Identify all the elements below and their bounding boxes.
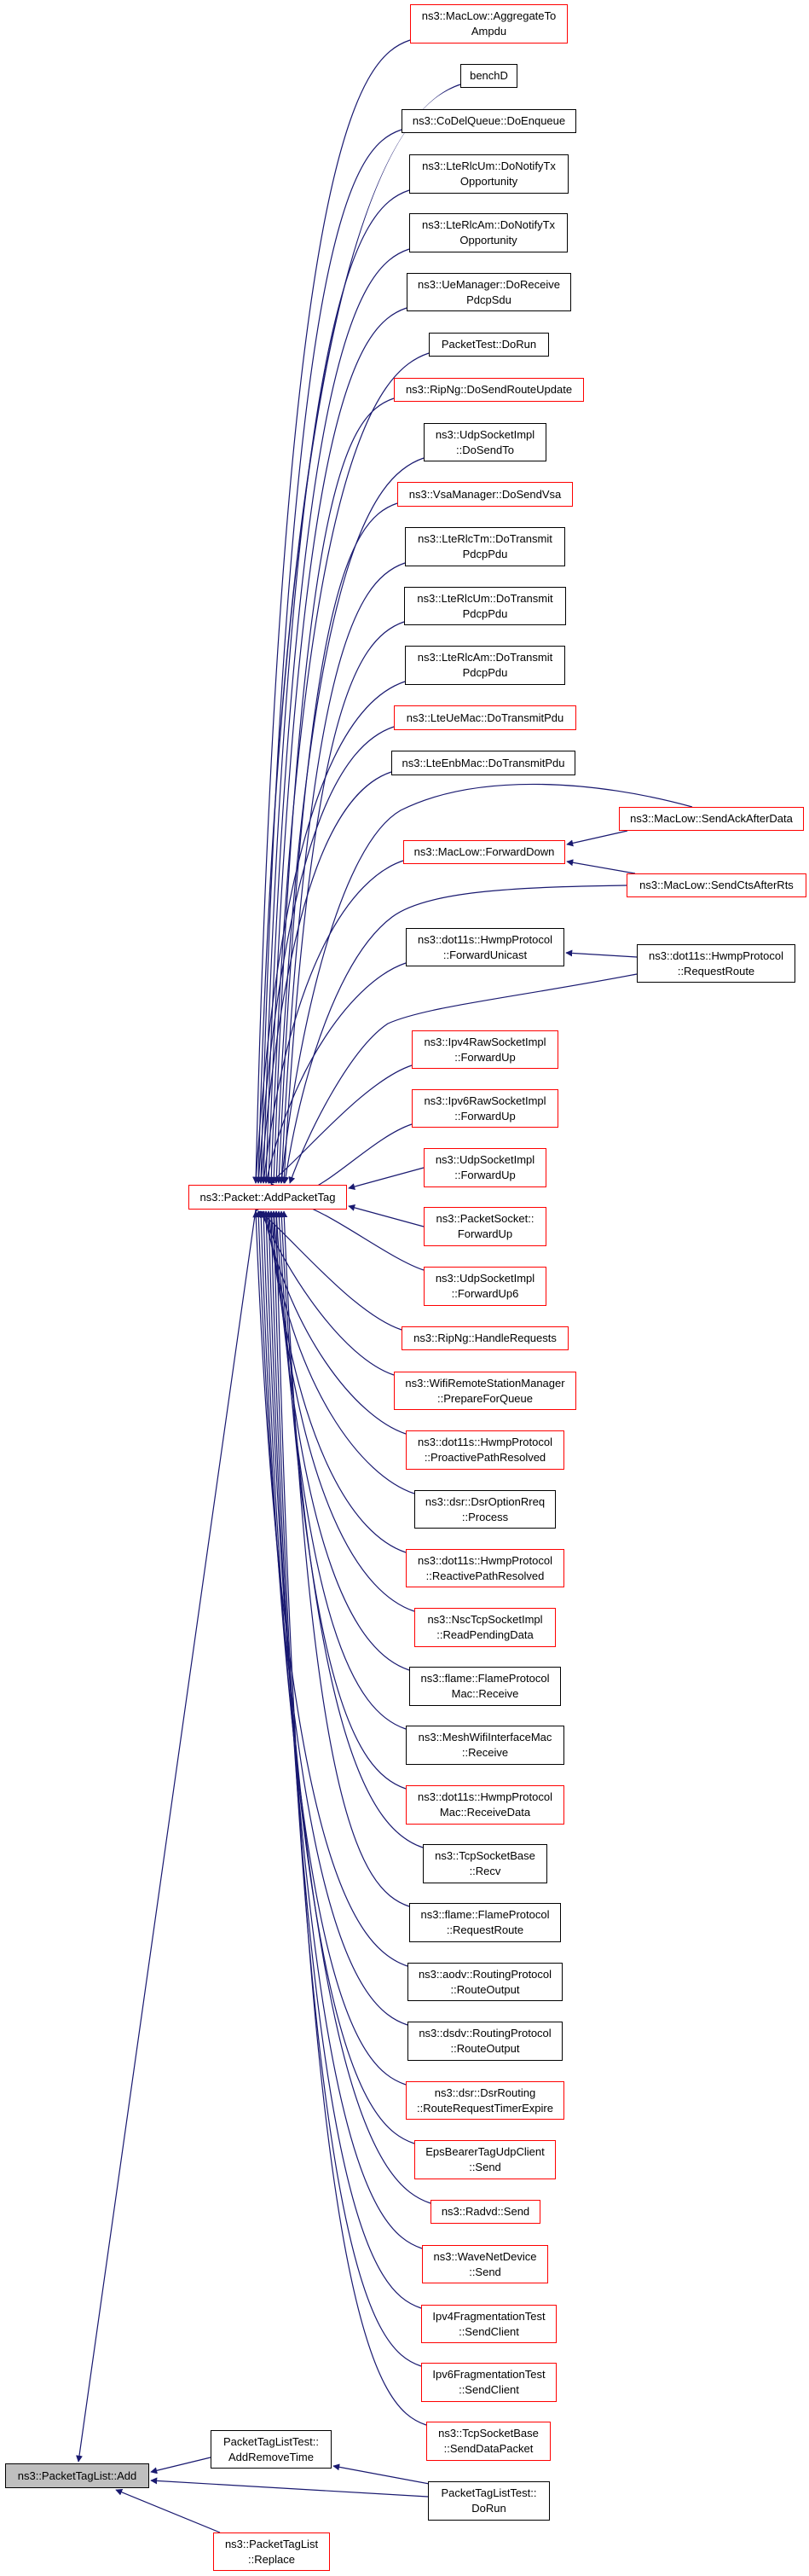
node-mesh-wifi[interactable]: ns3::MeshWifiInterfaceMac ::Receive (406, 1726, 564, 1765)
node-aodv[interactable]: ns3::aodv::RoutingProtocol ::RouteOutput (407, 1963, 563, 2001)
node-tag-list-do-run[interactable]: PacketTagListTest:: DoRun (428, 2481, 550, 2521)
node-ipv6frag[interactable]: Ipv6FragmentationTest ::SendClient (421, 2363, 557, 2402)
edge-packetTestDoRun-to-addPacketTag (268, 352, 430, 1184)
edge-sendAck-to-fwdDown (566, 830, 628, 847)
edge-tagListDoRun-to-addRemoveTime (332, 2463, 444, 2487)
edge-rlcumNotify-to-addPacketTag (260, 189, 410, 1184)
node-ipv4frag[interactable]: Ipv4FragmentationTest ::SendClient (421, 2305, 557, 2343)
edge-sendCts-to-addPacketTag (282, 885, 627, 1184)
node-rlcam-notify[interactable]: ns3::LteRlcAm::DoNotifyTx Opportunity (409, 213, 568, 252)
node-send-cts[interactable]: ns3::MacLow::SendCtsAfterRts (627, 873, 806, 897)
edge-codel-to-addPacketTag (257, 129, 402, 1184)
edge-udpFwdUp-to-addPacketTag (348, 1167, 425, 1190)
edge-requestRoute-to-fwdUnicast (565, 949, 638, 958)
node-dsr-rreq[interactable]: ns3::dsr::DsrOptionRreq ::Process (414, 1490, 556, 1529)
node-proactive[interactable]: ns3::dot11s::HwmpProtocol ::ProactivePat… (406, 1430, 564, 1470)
node-replace[interactable]: ns3::PacketTagList ::Replace (213, 2532, 330, 2571)
node-tcp-recv[interactable]: ns3::TcpSocketBase ::Recv (423, 1844, 547, 1883)
node-nsc-tcp[interactable]: ns3::NscTcpSocketImpl ::ReadPendingData (414, 1608, 556, 1647)
node-rlcum-notify[interactable]: ns3::LteRlcUm::DoNotifyTx Opportunity (409, 154, 569, 194)
edge-rlctm-to-addPacketTag (278, 562, 406, 1184)
node-request-route[interactable]: ns3::dot11s::HwmpProtocol ::RequestRoute (637, 944, 795, 983)
node-ipv6raw[interactable]: ns3::Ipv6RawSocketImpl ::ForwardUp (412, 1089, 558, 1128)
node-wave-send[interactable]: ns3::WaveNetDevice ::Send (422, 2245, 548, 2283)
edge-ipv4raw-to-addPacketTag (268, 1065, 413, 1184)
node-lte-enb-mac[interactable]: ns3::LteEnbMac::DoTransmitPdu (391, 751, 575, 775)
edge-epsSend-to-addPacketTag (260, 1210, 415, 2144)
edge-ipv6frag-to-addPacketTag (270, 1210, 422, 2367)
node-agg[interactable]: ns3::MacLow::AggregateTo Ampdu (410, 4, 568, 44)
edge-ipv4frag-to-addPacketTag (268, 1210, 422, 2309)
node-hwmp-mac-recv-data[interactable]: ns3::dot11s::HwmpProtocol Mac::ReceiveDa… (406, 1785, 564, 1825)
node-pkt-sock-fwd-up[interactable]: ns3::PacketSocket:: ForwardUp (424, 1207, 546, 1246)
node-vsa[interactable]: ns3::VsaManager::DoSendVsa (397, 482, 573, 507)
node-rip-handle[interactable]: ns3::RipNg::HandleRequests (402, 1326, 569, 1350)
edge-tagListDoRun-to-add (150, 2477, 429, 2498)
edge-agg-to-addPacketTag (252, 39, 411, 1184)
node-udp-fwd-up[interactable]: ns3::UdpSocketImpl ::ForwardUp (424, 1148, 546, 1187)
edge-fwdUnicast-to-addPacketTag (263, 962, 407, 1184)
edge-flameMacRecv-to-addPacketTag (270, 1210, 410, 1671)
edge-udpDoSendTo-to-addPacketTag (273, 457, 425, 1184)
node-fwd-down[interactable]: ns3::MacLow::ForwardDown (403, 840, 565, 864)
node-add-packet-tag[interactable]: ns3::Packet::AddPacketTag (188, 1185, 347, 1210)
node-rlcam-tx[interactable]: ns3::LteRlcAm::DoTransmit PdcpPdu (405, 646, 565, 685)
edge-rlcamTx-to-addPacketTag (252, 681, 406, 1184)
edge-ueMgr-to-addPacketTag (265, 307, 407, 1184)
edge-rlcumTx-to-addPacketTag (280, 621, 405, 1184)
node-rlctm[interactable]: ns3::LteRlcTm::DoTransmit PdcpPdu (405, 527, 565, 566)
edge-vsa-to-addPacketTag (275, 502, 398, 1184)
edge-sendCts-to-fwdDown (566, 859, 636, 874)
node-bench-d[interactable]: benchD (460, 64, 517, 88)
node-add[interactable]: ns3::PacketTagList::Add (5, 2463, 149, 2488)
edge-hwmpMacRecvData-to-addPacketTag (275, 1210, 407, 1790)
edge-addPacketTag-to-add (76, 1209, 257, 2463)
edge-dsrTimer-to-addPacketTag (257, 1210, 407, 2086)
edge-radvd-to-addPacketTag (263, 1210, 431, 2204)
edge-tcpSendData-to-addPacketTag (273, 1210, 427, 2426)
node-flame-mac-recv[interactable]: ns3::flame::FlameProtocol Mac::Receive (409, 1667, 561, 1706)
node-udp-do-send-to[interactable]: ns3::UdpSocketImpl ::DoSendTo (424, 423, 546, 461)
node-flame-req-route[interactable]: ns3::flame::FlameProtocol ::RequestRoute (409, 1903, 561, 1942)
node-add-remove-time[interactable]: PacketTagListTest:: AddRemoveTime (211, 2430, 332, 2469)
node-send-ack[interactable]: ns3::MacLow::SendAckAfterData (619, 807, 804, 831)
node-codel[interactable]: ns3::CoDelQueue::DoEnqueue (402, 109, 576, 133)
edge-tcpRecv-to-addPacketTag (278, 1210, 424, 1848)
edge-udpFwdUp6-to-addPacketTag (255, 1198, 425, 1271)
node-udp-fwd-up6[interactable]: ns3::UdpSocketImpl ::ForwardUp6 (424, 1267, 546, 1306)
node-ripng-send-route[interactable]: ns3::RipNg::DoSendRouteUpdate (394, 378, 584, 402)
node-wifi-rsm[interactable]: ns3::WifiRemoteStationManager ::PrepareF… (394, 1372, 576, 1410)
edge-lteUeMac-to-addPacketTag (255, 726, 395, 1184)
node-reactive[interactable]: ns3::dot11s::HwmpProtocol ::ReactivePath… (406, 1549, 564, 1587)
node-packet-test-do-run[interactable]: PacketTest::DoRun (429, 333, 549, 357)
edge-addRemoveTime-to-add (150, 2457, 211, 2474)
node-ue-mgr[interactable]: ns3::UeManager::DoReceive PdcpSdu (407, 273, 571, 311)
node-dsdv[interactable]: ns3::dsdv::RoutingProtocol ::RouteOutput (407, 2022, 563, 2061)
node-tcp-send-data[interactable]: ns3::TcpSocketBase ::SendDataPacket (426, 2422, 551, 2461)
node-lte-ue-mac[interactable]: ns3::LteUeMac::DoTransmitPdu (394, 705, 576, 730)
node-eps-send[interactable]: EpsBearerTagUdpClient ::Send (414, 2140, 556, 2179)
edge-dsdv-to-addPacketTag (255, 1210, 408, 2026)
edge-fwdDown-to-addPacketTag (260, 860, 404, 1184)
node-rlcum-tx[interactable]: ns3::LteRlcUm::DoTransmit PdcpPdu (404, 587, 566, 625)
edge-reactive-to-addPacketTag (265, 1210, 407, 1553)
edge-requestRoute-to-addPacketTag (288, 973, 638, 1184)
node-fwd-unicast[interactable]: ns3::dot11s::HwmpProtocol ::ForwardUnica… (406, 928, 564, 966)
edge-meshWifi-to-addPacketTag (273, 1210, 407, 1730)
edge-lteEnbMac-to-addPacketTag (257, 771, 392, 1184)
node-ipv4raw[interactable]: ns3::Ipv4RawSocketImpl ::ForwardUp (412, 1030, 558, 1069)
edge-flameReqRoute-to-addPacketTag (280, 1210, 410, 1907)
edge-sendAck-to-addPacketTag (278, 783, 693, 1184)
edge-pktSockFwdUp-to-addPacketTag (348, 1204, 425, 1227)
edge-aodv-to-addPacketTag (252, 1210, 408, 1967)
edge-waveSend-to-addPacketTag (265, 1210, 423, 2249)
edge-replace-to-add (115, 2489, 221, 2533)
node-dsr-timer[interactable]: ns3::dsr::DsrRouting ::RouteRequestTimer… (406, 2081, 564, 2120)
node-radvd[interactable]: ns3::Radvd::Send (431, 2200, 540, 2224)
edge-rlcamNotify-to-addPacketTag (263, 248, 410, 1184)
